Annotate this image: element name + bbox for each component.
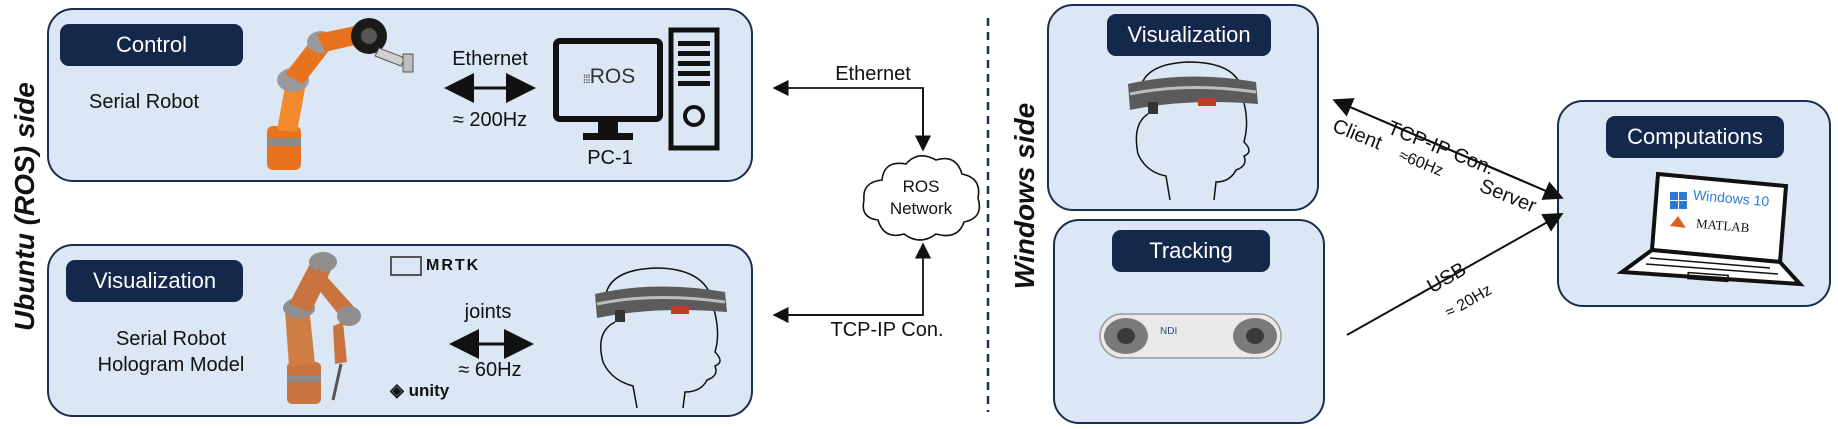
ros-network-cloud-icon (862, 155, 981, 241)
joints-label: joints (464, 301, 512, 323)
joints-rate: ≈ 60Hz (458, 359, 522, 381)
cloud-label-line1: ROS (902, 177, 940, 196)
win-hololens-head-icon (1128, 61, 1258, 201)
network-tcp-label: TCP-IP Con. (830, 319, 944, 341)
hologram-desc-line1: Serial Robot (115, 328, 227, 350)
hologram-pill: Visualization (66, 260, 243, 302)
computations-pill: Computations (1606, 116, 1784, 158)
control-link-rate: ≈ 200Hz (452, 109, 528, 131)
hologram-robot-icon (283, 252, 361, 404)
ros-monitor-logo: ⁞⁞⁞ROS (582, 65, 636, 88)
robot-arm-icon (267, 18, 414, 170)
ndi-tracker-icon (1099, 313, 1282, 359)
control-pill: Control (60, 24, 243, 66)
serial-robot-label: Serial Robot (89, 91, 200, 113)
cloud-label-line2: Network (889, 199, 953, 218)
pc-tower-icon (668, 27, 720, 151)
mrtk-logo: MRTK (390, 256, 480, 276)
laptop-icon (1616, 171, 1805, 287)
ros-dots-icon: ⁞⁞⁞ (582, 72, 591, 86)
hololens-head-icon (595, 267, 727, 409)
win-visualization-pill: Visualization (1107, 14, 1271, 56)
win-tracking-pill: Tracking (1112, 230, 1270, 272)
network-ethernet-label: Ethernet (835, 63, 911, 85)
control-link-label: Ethernet (452, 48, 528, 70)
tracker-brand: NDI (1160, 326, 1178, 337)
pc-label: PC-1 (587, 147, 633, 169)
unity-cube-icon: ◈ (390, 380, 404, 400)
hologram-desc-line2: Hologram Model (97, 354, 245, 376)
mrtk-mark-icon (390, 256, 422, 276)
unity-logo: ◈ unity (390, 380, 450, 400)
pc-monitor-icon (553, 38, 663, 140)
